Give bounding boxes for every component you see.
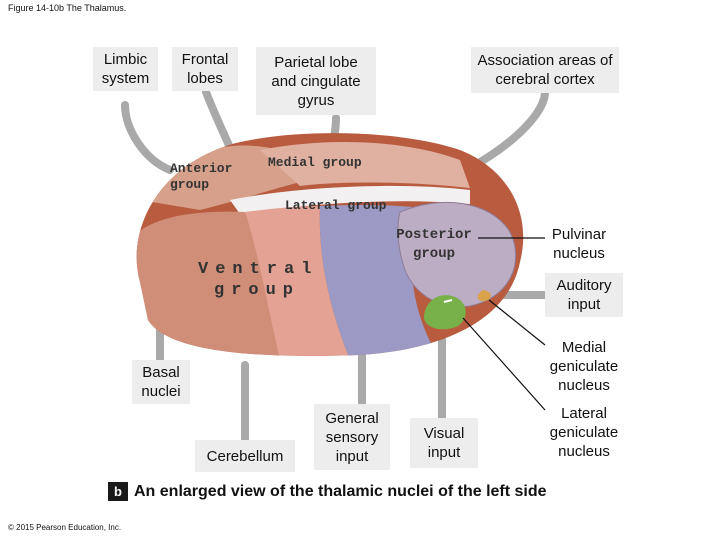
ventral-group-label-line2: group [214,281,301,300]
anterior-group-label: Anterior group [170,161,233,192]
frontal-lobes-label: Frontal lobes [172,47,238,91]
leader-medial-geniculate [488,299,546,346]
medial-geniculate-shape [477,290,491,302]
medial-group-label: Medial group [268,155,362,170]
general-sensory-label: General sensory input [314,404,390,470]
lateral-geniculate-label: Lateral geniculate nucleus [549,405,619,460]
cerebellum-label: Cerebellum [195,440,295,472]
figure-caption: b An enlarged view of the thalamic nucle… [108,482,547,501]
parietal-lobe-label: Parietal lobe and cingulate gyrus [256,47,376,115]
association-areas-label: Association areas of cerebral cortex [471,47,619,93]
arrow-association [466,88,549,172]
pulvinar-region [397,202,517,308]
arrow-limbic [121,101,174,174]
panel-letter: b [108,482,128,501]
ventral-left-region [136,211,280,356]
leader-lines [462,237,546,411]
pulvinar-nucleus-label: Pulvinar nucleus [551,226,607,262]
lateral-geniculate-shape [424,295,466,330]
thalamus-body [136,133,524,356]
visual-input-label: Visual input [410,418,478,468]
figure-title: Figure 14-10b The Thalamus. [8,3,127,13]
lateral-group-label: Lateral group [285,198,387,213]
caption-text: An enlarged view of the thalamic nuclei … [134,482,547,500]
basal-nuclei-label: Basal nuclei [132,360,190,404]
auditory-input-label: Auditory input [545,273,623,317]
medial-group-region [260,141,470,188]
ventral-middle-region [245,206,350,356]
leader-lateral-geniculate [462,317,546,411]
ventral-group-label-line1: Ventral [198,260,319,279]
copyright-notice: © 2015 Pearson Education, Inc. [8,523,122,532]
posterior-group-label: Posterior group [396,227,472,262]
arrow-frontal [202,88,236,156]
medial-geniculate-label: Medial geniculate nucleus [549,339,619,394]
limbic-system-label: Limbic system [93,47,158,91]
